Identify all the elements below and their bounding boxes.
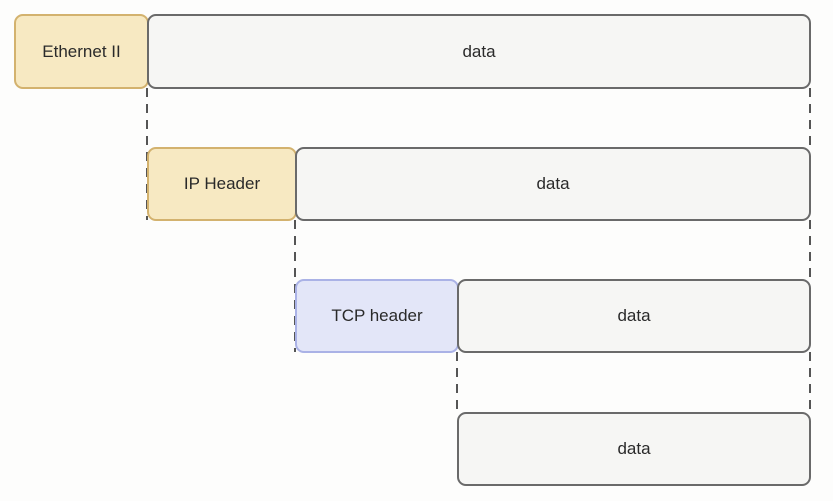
application-data-box: data xyxy=(457,412,811,486)
ip-header-label: IP Header xyxy=(183,174,261,193)
application-data-label: data xyxy=(617,439,651,458)
tcp-data-box: data xyxy=(457,279,811,353)
ethernet-header-label: Ethernet II xyxy=(42,41,121,61)
tcp-header-box: TCP header xyxy=(295,279,459,353)
ip-header-box: IP Header xyxy=(147,147,297,221)
ethernet-data-label: data xyxy=(462,41,496,61)
ip-data-label: data xyxy=(536,174,570,193)
ethernet-data-box: data xyxy=(147,14,811,89)
tcp-header-label: TCP header xyxy=(331,306,423,325)
ip-data-box: data xyxy=(295,147,811,221)
tcp-data-label: data xyxy=(617,306,651,325)
ethernet-header-box: Ethernet II xyxy=(14,14,149,89)
